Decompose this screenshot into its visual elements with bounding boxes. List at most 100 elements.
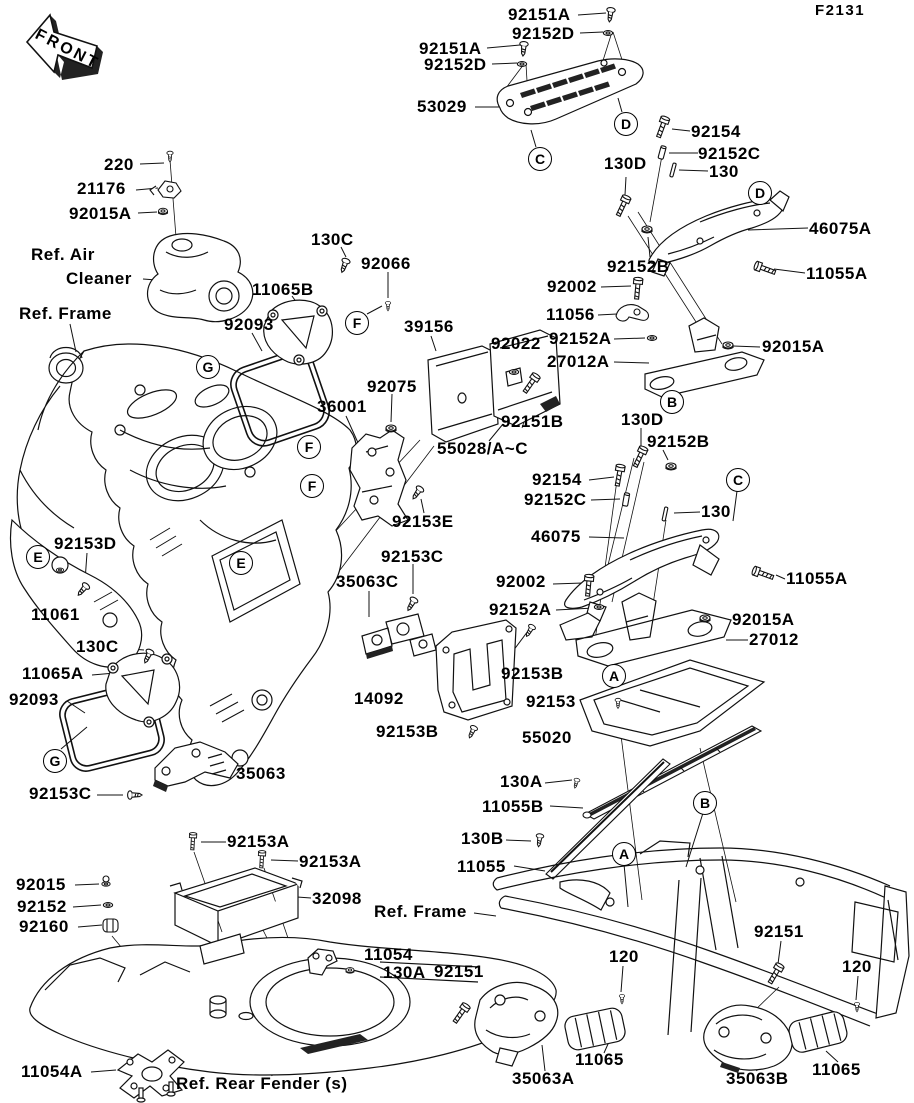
view-circle-E-2: E	[229, 551, 253, 575]
part-label-130D-2: 130D	[621, 410, 664, 429]
plate-39156	[427, 345, 499, 443]
ref-label-air-cleaner: Ref. Air	[31, 245, 95, 264]
air-cleaner-boot	[146, 232, 254, 323]
part-label-92152A: 92152A	[549, 329, 612, 348]
gasket-92093-upper	[230, 349, 330, 447]
part-label-92151-2: 92151	[754, 922, 804, 941]
part-label-92153C-2: 92153C	[29, 784, 92, 803]
part-label-27012: 27012	[749, 630, 799, 649]
part-label-92151A-top: 92151A	[508, 5, 571, 24]
ref-label-frame: Ref. Frame	[19, 304, 112, 323]
part-label-130: 130	[709, 162, 739, 181]
view-circle-G-2: G	[43, 749, 67, 773]
part-label-92151B: 92151B	[501, 412, 564, 431]
view-circle-A: A	[602, 664, 626, 688]
part-label-92093-2: 92093	[9, 690, 59, 709]
part-label-46075A: 46075A	[809, 219, 872, 238]
part-label-92015A-3: 92015A	[732, 610, 795, 629]
part-label-92153D: 92153D	[54, 534, 117, 553]
part-label-11065B: 11065B	[252, 280, 314, 299]
plate-11054A	[116, 1049, 185, 1103]
view-circle-A-2: A	[612, 842, 636, 866]
part-label-11055A: 11055A	[806, 264, 868, 283]
part-label-92066: 92066	[361, 254, 411, 273]
part-label-92015: 92015	[16, 875, 66, 894]
bracket-35063A	[474, 981, 559, 1067]
part-label-130C-2: 130C	[76, 637, 119, 656]
rear-fender	[29, 936, 557, 1076]
view-circle-D: D	[614, 112, 638, 136]
part-label-11065A: 11065A	[22, 664, 84, 683]
part-label-92152B: 92152B	[607, 257, 670, 276]
clamp-11056	[615, 304, 650, 322]
part-label-55028: 55028/A~C	[437, 439, 528, 458]
part-label-220: 220	[104, 155, 134, 174]
part-label-92152B-2: 92152B	[647, 432, 710, 451]
view-circle-C-2: C	[726, 468, 750, 492]
part-label-130D: 130D	[604, 154, 647, 173]
part-label-92152: 92152	[17, 897, 67, 916]
view-circle-E: E	[26, 545, 50, 569]
bracket-36001	[349, 429, 409, 527]
part-label-92160: 92160	[19, 917, 69, 936]
part-label-46075: 46075	[531, 527, 581, 546]
part-label-27012A: 27012A	[547, 352, 610, 371]
part-label-14092: 14092	[354, 689, 404, 708]
part-label-92152D-2: 92152D	[424, 55, 487, 74]
part-label-92153A-2: 92153A	[299, 852, 362, 871]
part-label-130B: 130B	[461, 829, 504, 848]
part-label-120: 120	[609, 947, 639, 966]
view-circle-F-2: F	[297, 435, 321, 459]
view-circle-B: B	[660, 390, 684, 414]
part-label-92002-2: 92002	[496, 572, 546, 591]
bracket-35063B	[703, 1004, 793, 1073]
part-label-130A: 130A	[500, 772, 543, 791]
stay-46075A	[648, 190, 790, 277]
cover-11065A	[105, 652, 181, 728]
part-label-92153B-2: 92153B	[376, 722, 439, 741]
part-label-92153C: 92153C	[381, 547, 444, 566]
part-label-35063C: 35063C	[336, 572, 399, 591]
bracket-14092	[435, 619, 517, 721]
part-label-21176: 21176	[77, 179, 126, 198]
view-circle-C: C	[528, 147, 552, 171]
part-label-92152D-top: 92152D	[512, 24, 575, 43]
part-label-92153E: 92153E	[392, 512, 454, 531]
part-label-32098: 32098	[312, 889, 362, 908]
part-label-11056: 11056	[546, 305, 595, 324]
part-label-92152A-2: 92152A	[489, 600, 552, 619]
part-label-11065-2: 11065	[812, 1060, 861, 1079]
part-label-92093: 92093	[224, 315, 274, 334]
part-label-120-2: 120	[842, 957, 872, 976]
part-label-53029: 53029	[417, 97, 467, 116]
part-label-130A-2: 130A	[383, 963, 426, 982]
part-label-92015A: 92015A	[69, 204, 132, 223]
battery-tray-32098	[169, 867, 303, 965]
main-frame	[9, 343, 357, 787]
part-label-11061: 11061	[31, 605, 80, 624]
part-label-130C: 130C	[311, 230, 354, 249]
part-label-130-2: 130	[701, 502, 731, 521]
part-label-35063B: 35063B	[726, 1069, 789, 1088]
part-label-92022: 92022	[491, 334, 541, 353]
part-label-92154: 92154	[691, 122, 741, 141]
part-label-11055B: 11055B	[482, 797, 544, 816]
bracket-35063C	[361, 613, 437, 659]
part-label-55020: 55020	[522, 728, 572, 747]
view-circle-B-2: B	[693, 791, 717, 815]
part-label-92153: 92153	[526, 692, 576, 711]
cover-55020	[579, 659, 766, 747]
part-label-92002: 92002	[547, 277, 597, 296]
part-label-92015A-2: 92015A	[762, 337, 825, 356]
cover-11065B	[263, 299, 333, 366]
view-circle-D-2: D	[748, 181, 772, 205]
part-label-39156: 39156	[404, 317, 454, 336]
view-circle-F: F	[345, 311, 369, 335]
part-label-92153A: 92153A	[227, 832, 290, 851]
part-label-11054A: 11054A	[21, 1062, 83, 1081]
part-label-92151: 92151	[434, 962, 484, 981]
sensor-21176	[149, 180, 182, 199]
ref-label-air-cleaner-2: Cleaner	[66, 269, 132, 288]
